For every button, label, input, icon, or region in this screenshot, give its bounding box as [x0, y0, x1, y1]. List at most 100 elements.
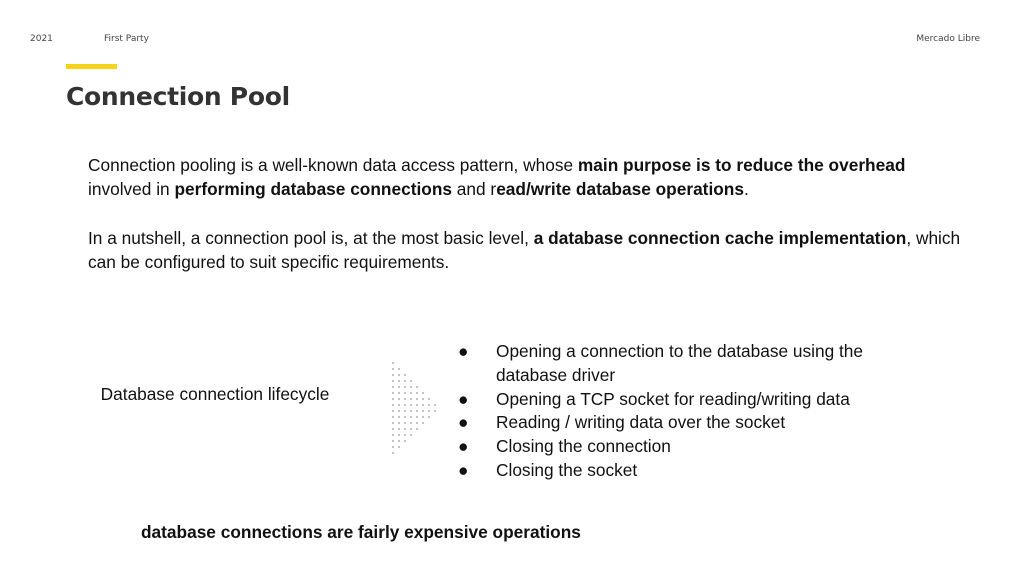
arrow-dot [392, 362, 394, 364]
arrow-dot [404, 398, 406, 400]
arrow-dot [398, 440, 400, 442]
bullet-icon: ● [458, 341, 469, 361]
arrow-dot [410, 380, 412, 382]
paragraph-text: Connection pooling is a well-known data … [88, 155, 578, 175]
arrow-dot [410, 398, 412, 400]
arrow-dot [416, 410, 418, 412]
lifecycle-step-text: Opening a connection to the database usi… [496, 341, 864, 385]
bullet-icon: ● [458, 388, 469, 409]
arrow-dot [392, 404, 394, 406]
paragraph-text: and r [451, 178, 497, 199]
arrow-dot [392, 398, 394, 400]
lifecycle-step-text: Closing the connection [496, 436, 671, 457]
lifecycle-step-text: Closing the socket [496, 459, 638, 480]
bullet-icon: ● [458, 436, 469, 457]
arrow-dot [416, 416, 418, 418]
paragraph-bold: a database connection cache implementati… [533, 228, 907, 248]
paragraph-text: involved in [88, 178, 175, 199]
arrow-dot [398, 410, 400, 412]
arrow-dot [398, 398, 400, 400]
arrow-dot [398, 416, 400, 418]
arrow-dot [404, 392, 406, 394]
paragraph-text: . [743, 178, 749, 199]
arrow-dot [398, 422, 400, 424]
arrow-dot [392, 434, 394, 436]
arrow-dot [422, 422, 424, 424]
dotted-arrow-icon [392, 362, 436, 454]
arrow-dot [398, 446, 400, 448]
header-party: First Party [104, 34, 149, 44]
arrow-dot [392, 446, 394, 448]
arrow-dot [416, 422, 418, 424]
lifecycle-step: ● Opening a TCP socket for reading/writin… [458, 388, 936, 412]
arrow-dot [428, 398, 430, 400]
arrow-dot [410, 422, 412, 424]
paragraph-bold: performing database connections [174, 178, 452, 199]
arrow-dot [398, 380, 400, 382]
arrow-dot [392, 368, 394, 370]
arrow-dot [416, 398, 418, 400]
paragraph-pooling: Connection pooling is a well-known data … [88, 154, 968, 201]
paragraph-text: , which can be configured to suit specif… [88, 228, 961, 272]
arrow-dot [428, 416, 430, 418]
arrow-dot [392, 386, 394, 388]
arrow-dot [392, 380, 394, 382]
lifecycle-label: Database connection lifecycle [100, 384, 330, 404]
arrow-dot [422, 416, 424, 418]
arrow-dot [404, 410, 406, 412]
lifecycle-step: ● Closing the connection [458, 435, 936, 459]
arrow-dot [398, 404, 400, 406]
arrow-dot [392, 452, 394, 454]
arrow-dot [404, 434, 406, 436]
arrow-dot [428, 404, 430, 406]
arrow-dot [404, 416, 406, 418]
lifecycle-step: ● Opening a connection to the database us… [458, 340, 936, 388]
arrow-dot [434, 410, 436, 412]
arrow-dot [404, 386, 406, 388]
arrow-dot [404, 428, 406, 430]
arrow-dot [422, 398, 424, 400]
lifecycle-step-text: Opening a TCP socket for reading/writing… [496, 388, 850, 409]
arrow-dot [392, 392, 394, 394]
arrow-dot [410, 428, 412, 430]
arrow-dot [398, 374, 400, 376]
arrow-dot [404, 374, 406, 376]
lifecycle-step: ●Reading / writing data over the socket [458, 411, 936, 435]
arrow-dot [398, 386, 400, 388]
arrow-dot [434, 404, 436, 406]
paragraph-text: In a nutshell, a connection pool is, at … [88, 228, 534, 248]
arrow-dot [416, 386, 418, 388]
arrow-dot [392, 422, 394, 424]
arrow-dot [416, 404, 418, 406]
header-brand: Mercado Libre [916, 34, 980, 44]
arrow-dot [410, 392, 412, 394]
arrow-dot [404, 404, 406, 406]
arrow-dot [392, 440, 394, 442]
arrow-dot [410, 416, 412, 418]
lifecycle-steps-list: ● Opening a connection to the database us… [458, 340, 936, 483]
arrow-dot [410, 404, 412, 406]
arrow-dot [416, 392, 418, 394]
arrow-dot [416, 428, 418, 430]
arrow-dot [428, 410, 430, 412]
footnote-emphasis: database connections are fairly expensiv… [141, 522, 581, 542]
paragraph-bold: ead/write database operations [496, 178, 744, 199]
arrow-dot [410, 386, 412, 388]
arrow-dot [392, 428, 394, 430]
slide-title: Connection Pool [66, 82, 290, 111]
bullet-icon: ● [458, 412, 469, 433]
paragraph-nutshell: In a nutshell, a connection pool is, at … [88, 227, 968, 274]
arrow-dot [392, 410, 394, 412]
bullet-icon: ● [458, 459, 469, 480]
arrow-dot [392, 416, 394, 418]
arrow-dot [398, 392, 400, 394]
title-accent-bar [66, 64, 117, 69]
arrow-dot [422, 404, 424, 406]
arrow-dot [398, 428, 400, 430]
lifecycle-step: ● Closing the socket [458, 459, 936, 483]
arrow-dot [404, 440, 406, 442]
arrow-dot [422, 410, 424, 412]
paragraph-bold: main purpose is to reduce the overhead [577, 155, 906, 175]
arrow-dot [398, 368, 400, 370]
arrow-dot [410, 410, 412, 412]
